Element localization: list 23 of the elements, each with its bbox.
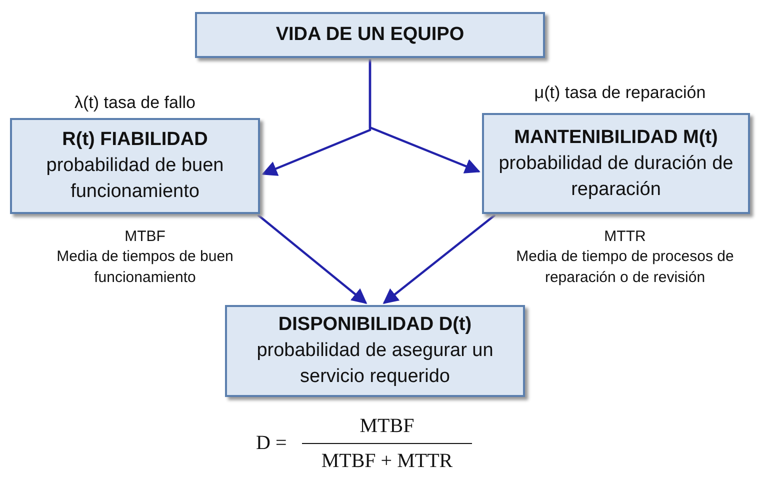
rate-label: μ(t) tasa de reparación xyxy=(533,82,707,103)
box-heading: MANTENIBILIDAD M(t) xyxy=(514,126,718,150)
formula-numerator: MTBF xyxy=(358,415,416,438)
side-note: Media de tiempos de buen funcionamiento xyxy=(56,247,234,288)
arrow xyxy=(368,59,480,174)
box-heading: DISPONIBILIDAD D(t) xyxy=(278,313,472,337)
process-box xyxy=(482,113,750,214)
box-heading: R(t) FIABILIDAD xyxy=(62,128,208,152)
side-note: Media de tiempo de procesos de reparación o de revisión xyxy=(515,247,735,288)
formula-denominator: MTBF + MTTR xyxy=(320,450,454,473)
side-note: MTBF xyxy=(124,227,166,247)
arrow xyxy=(382,214,496,304)
rate-label: λ(t) tasa de fallo xyxy=(74,92,196,113)
process-box xyxy=(225,305,525,397)
box-text: probabilidad de asegurar un servicio requerido xyxy=(256,339,494,389)
box-text: probabilidad de buen funcionamiento xyxy=(45,154,225,204)
process-box xyxy=(195,12,545,58)
box-text: probabilidad de duración de reparación xyxy=(498,152,734,202)
side-note: MTTR xyxy=(603,227,647,247)
formula-text: D = xyxy=(256,432,287,455)
process-box xyxy=(10,118,260,214)
box-heading: VIDA DE UN EQUIPO xyxy=(276,23,464,47)
arrow xyxy=(257,214,368,304)
